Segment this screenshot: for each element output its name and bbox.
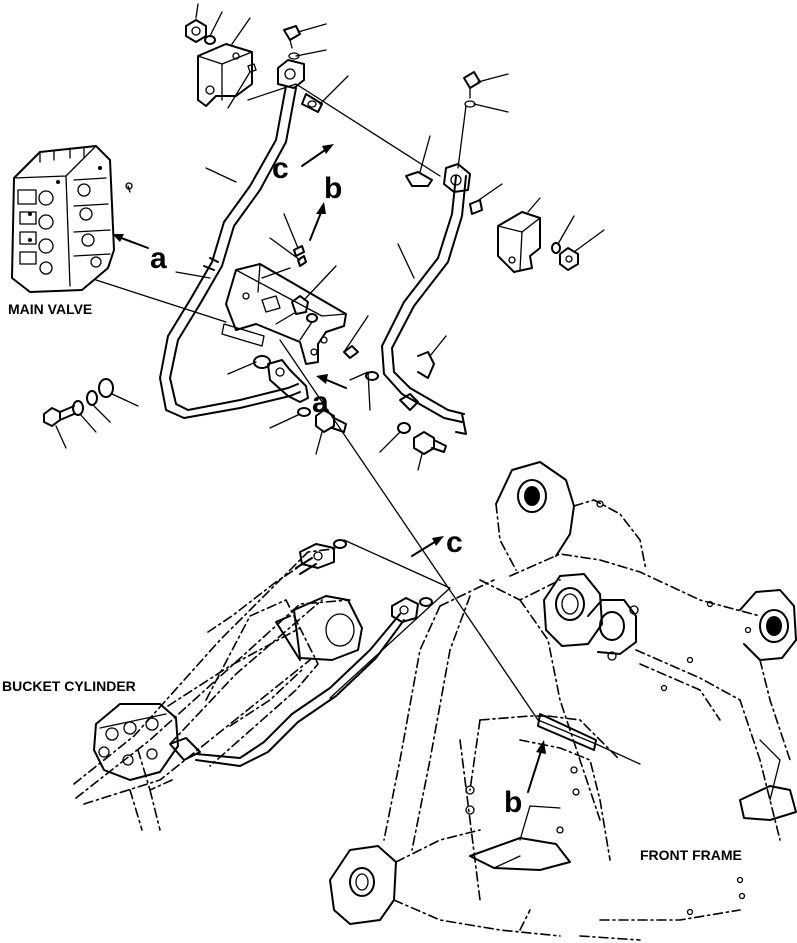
front-frame-label: FRONT FRAME bbox=[640, 847, 742, 863]
connection-line-c bbox=[247, 83, 441, 177]
top-flange-right bbox=[405, 71, 483, 215]
bucket-cylinder bbox=[73, 539, 433, 831]
lower-left-fitting bbox=[253, 355, 311, 417]
right-hydraulic-tube bbox=[381, 175, 467, 435]
ref-b-top: b bbox=[324, 172, 342, 205]
reference-arrow-a-left bbox=[112, 234, 149, 249]
bucket-cylinder-label: BUCKET CYLINDER bbox=[2, 678, 136, 694]
bolt-lower-right bbox=[397, 393, 447, 455]
leader-line bbox=[95, 279, 227, 323]
front-frame bbox=[329, 461, 797, 941]
center-bracket bbox=[221, 245, 347, 365]
reference-arrow-b-top bbox=[309, 202, 326, 241]
top-flange-left bbox=[277, 25, 323, 113]
bolt-lower-center bbox=[315, 409, 347, 433]
top-right-bracket bbox=[497, 211, 579, 273]
ref-c-top: c bbox=[272, 152, 289, 185]
ref-a-left: a bbox=[150, 242, 167, 275]
main-valve-label: MAIN VALVE bbox=[8, 301, 92, 317]
reference-arrow-c-top bbox=[301, 144, 334, 167]
connection-line-c-bottom bbox=[329, 539, 451, 699]
main-valve bbox=[11, 145, 133, 293]
ref-b-bottom: b bbox=[504, 786, 522, 819]
reference-arrow-a-center bbox=[316, 371, 379, 411]
left-hydraulic-tube bbox=[159, 85, 301, 419]
ref-c-right: c bbox=[446, 526, 463, 559]
connection-line-b-bottom bbox=[279, 339, 641, 765]
reference-arrow-c-right bbox=[411, 536, 444, 557]
top-left-bracket bbox=[185, 19, 257, 107]
reference-arrow-b-bottom bbox=[527, 740, 546, 793]
bolt-lower-left bbox=[43, 378, 114, 427]
